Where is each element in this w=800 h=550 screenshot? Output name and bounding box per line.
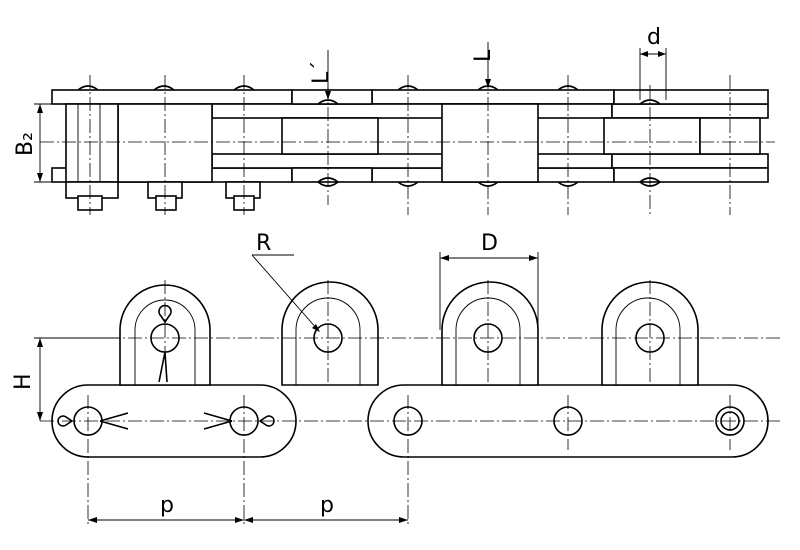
label-r: R: [256, 231, 271, 256]
label-d: d: [647, 25, 661, 50]
l-prime-arrow: [325, 50, 331, 100]
label-l-prime: L´: [309, 61, 334, 84]
attachment-tabs: [119, 281, 699, 386]
chain-side-view: [34, 252, 780, 525]
side-view-centerlines: [40, 280, 780, 525]
cotter-pins: [57, 304, 275, 430]
top-view-centerlines: [40, 75, 775, 215]
d-upper-dimension: [439, 252, 539, 330]
label-d-upper: D: [481, 231, 498, 256]
label-p-right: p: [320, 493, 334, 518]
label-l: L: [471, 49, 496, 62]
pin-heads-bottom: [147, 181, 661, 211]
l-arrow: [485, 42, 491, 88]
end-pin: [65, 103, 119, 211]
chain-top-view: [34, 42, 775, 215]
b2-dimension: [34, 103, 66, 183]
label-h: H: [11, 373, 36, 390]
label-p-left: p: [160, 493, 174, 518]
label-b2: B₂: [13, 132, 38, 156]
p-dimensions: [88, 517, 408, 523]
h-dimension: [34, 337, 120, 421]
r-leader: [251, 254, 320, 332]
d-dimension: [639, 48, 667, 100]
